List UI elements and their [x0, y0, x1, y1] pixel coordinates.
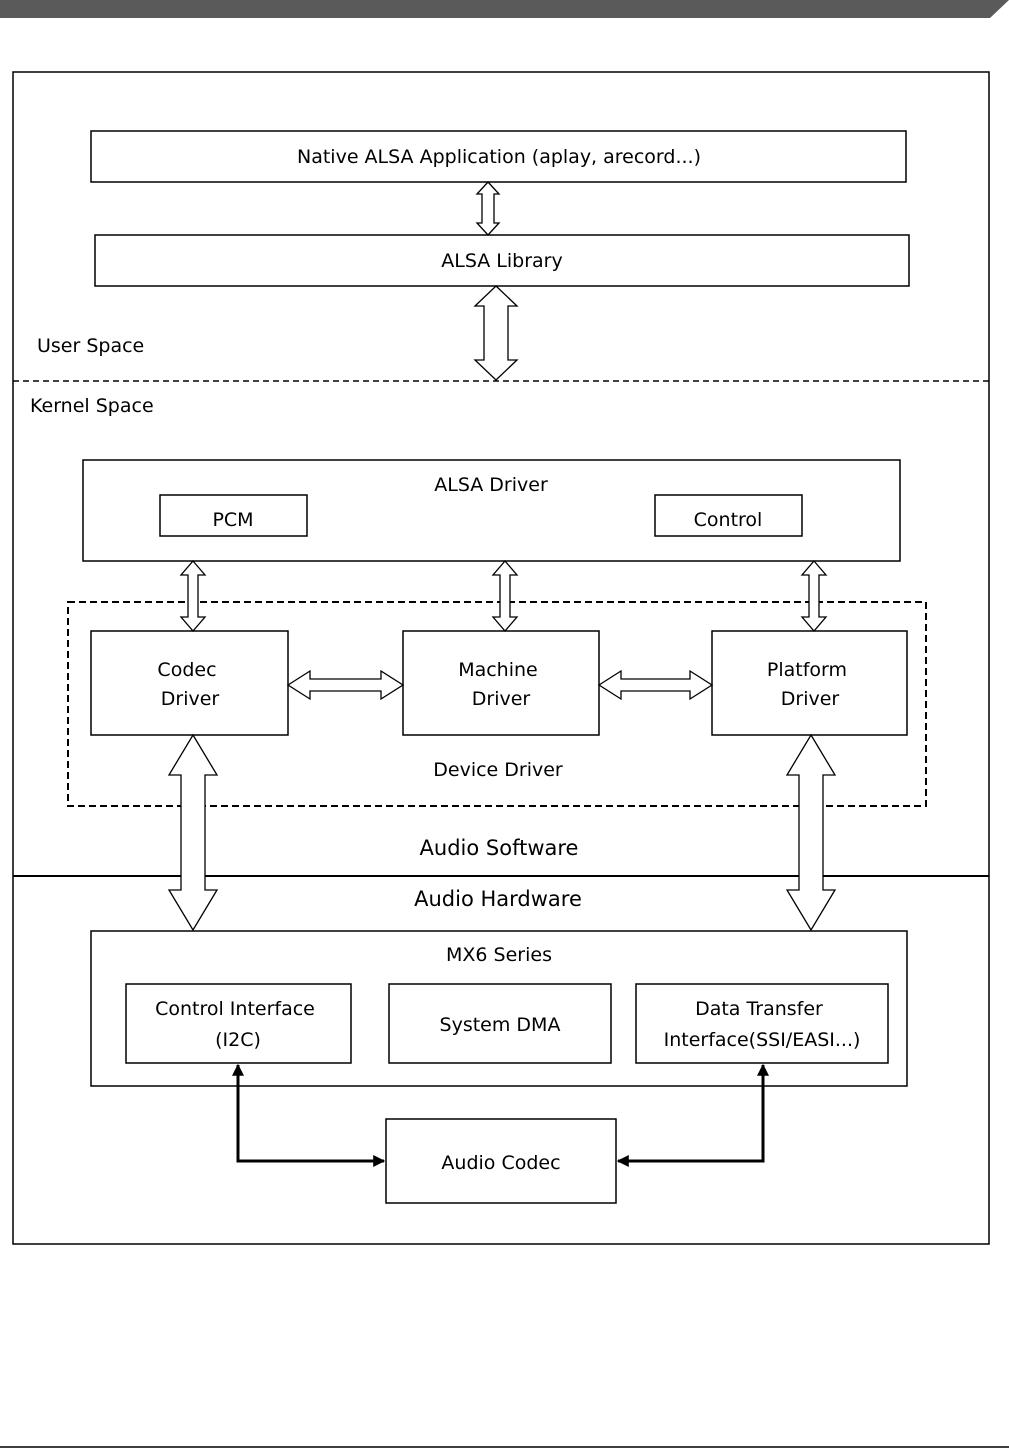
audio-hardware-label: Audio Hardware	[414, 887, 582, 911]
audio-codec-label: Audio Codec	[441, 1152, 560, 1174]
codec-to-data-transfer-arrow	[616, 1063, 769, 1167]
data-transfer-label: Data Transfer Interface(SSI/EASI...)	[664, 998, 861, 1051]
platform-driver-label: Platform Driver	[767, 659, 853, 710]
control-interface-line2: (I2C)	[215, 1029, 261, 1051]
device-driver-group	[67, 601, 927, 807]
kernel-space-label: Kernel Space	[30, 395, 154, 417]
library-kernel-arrow	[473, 285, 519, 381]
machine-driver-box	[402, 630, 600, 736]
control-interface-line1: Control Interface	[155, 998, 315, 1020]
alsa-driver-label: ALSA Driver	[434, 474, 548, 496]
codec-machine-arrow	[286, 669, 405, 701]
codec-driver-label: Codec Driver	[157, 659, 222, 710]
native-app-box	[90, 130, 907, 183]
alsa-library-box	[94, 234, 910, 287]
app-library-arrow	[475, 181, 501, 236]
system-dma-box	[388, 983, 612, 1064]
pcm-box	[159, 494, 308, 537]
data-transfer-line2: Interface(SSI/EASI...)	[664, 1029, 861, 1051]
audio-codec-box	[385, 1118, 617, 1204]
machine-driver-line1: Machine	[458, 659, 538, 681]
control-platform-arrow	[800, 560, 828, 632]
alsa-library-label: ALSA Library	[441, 250, 562, 272]
codec-to-control-interface-arrow	[232, 1063, 386, 1167]
control-interface-label: Control Interface (I2C)	[155, 998, 321, 1051]
codec-driver-line1: Codec	[157, 659, 216, 681]
machine-platform-arrow	[597, 669, 714, 701]
outer-frame	[12, 71, 990, 1245]
user-space-label: User Space	[37, 335, 144, 357]
control-label: Control	[694, 509, 763, 531]
header-bar	[0, 0, 1009, 18]
machine-driver-line2: Driver	[472, 688, 531, 710]
mx6-series-label: MX6 Series	[446, 944, 552, 966]
control-box	[654, 494, 803, 537]
device-driver-label: Device Driver	[433, 759, 563, 781]
codec-driver-line2: Driver	[161, 688, 220, 710]
platform-driver-line1: Platform	[767, 659, 847, 681]
control-interface-box	[125, 983, 352, 1064]
codec-driver-box	[90, 630, 289, 736]
platform-driver-line2: Driver	[781, 688, 840, 710]
alsa-machine-arrow	[491, 560, 519, 632]
data-transfer-box	[635, 983, 889, 1064]
system-dma-label: System DMA	[440, 1014, 561, 1036]
platform-hardware-arrow	[785, 733, 837, 932]
platform-driver-box	[711, 630, 908, 736]
double-arrows	[167, 181, 837, 932]
audio-software-label: Audio Software	[420, 836, 579, 860]
native-app-label: Native ALSA Application (aplay, arecord.…	[297, 146, 701, 168]
pcm-codec-arrow	[179, 560, 207, 632]
machine-driver-label: Machine Driver	[458, 659, 544, 710]
data-transfer-line1: Data Transfer	[695, 998, 823, 1020]
pcm-label: PCM	[212, 509, 253, 531]
codec-hardware-arrow	[167, 733, 219, 932]
